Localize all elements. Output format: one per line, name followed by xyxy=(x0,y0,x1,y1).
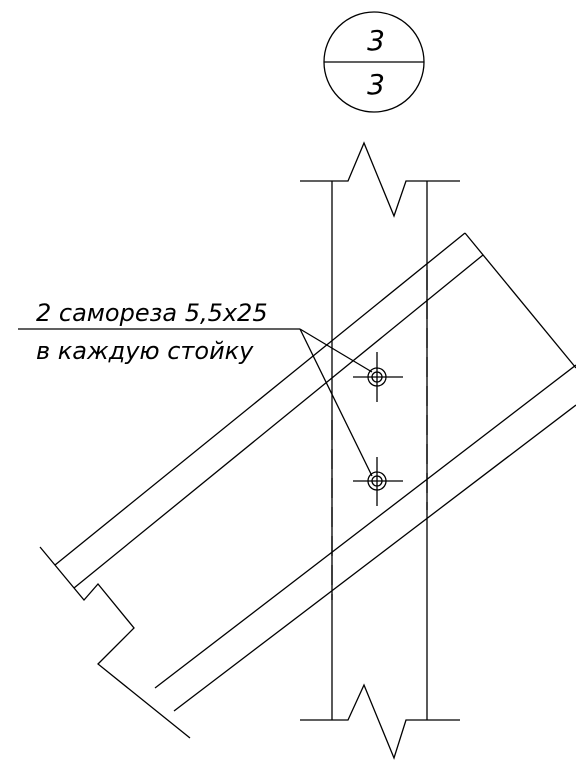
beam-right-end xyxy=(464,232,576,369)
diagonal-beam xyxy=(39,232,576,739)
screw-lower xyxy=(353,457,403,506)
post-bottom-break-line xyxy=(300,683,460,760)
beam-top-edge xyxy=(54,232,466,566)
leader-line-upper-screw xyxy=(299,328,373,373)
beam-top-flange-line xyxy=(73,254,484,589)
beam-bottom-flange-line xyxy=(173,404,576,712)
leader-note-line1: 2 самореза 5,5х25 xyxy=(36,299,268,327)
section-marker-numerator: 3 xyxy=(367,24,385,57)
section-marker: 3 3 xyxy=(323,11,425,113)
leader-note-line2: в каждую стойку xyxy=(36,337,254,365)
beam-bottom-edge xyxy=(154,364,576,689)
leader-note: 2 самореза 5,5х25 в каждую стойку xyxy=(18,299,373,477)
beam-break-line xyxy=(39,546,191,739)
leader-line-lower-screw xyxy=(299,328,373,477)
vertical-post xyxy=(300,141,460,760)
section-marker-denominator: 3 xyxy=(367,68,385,101)
screw-upper xyxy=(353,352,403,402)
post-top-break-line xyxy=(300,141,460,218)
